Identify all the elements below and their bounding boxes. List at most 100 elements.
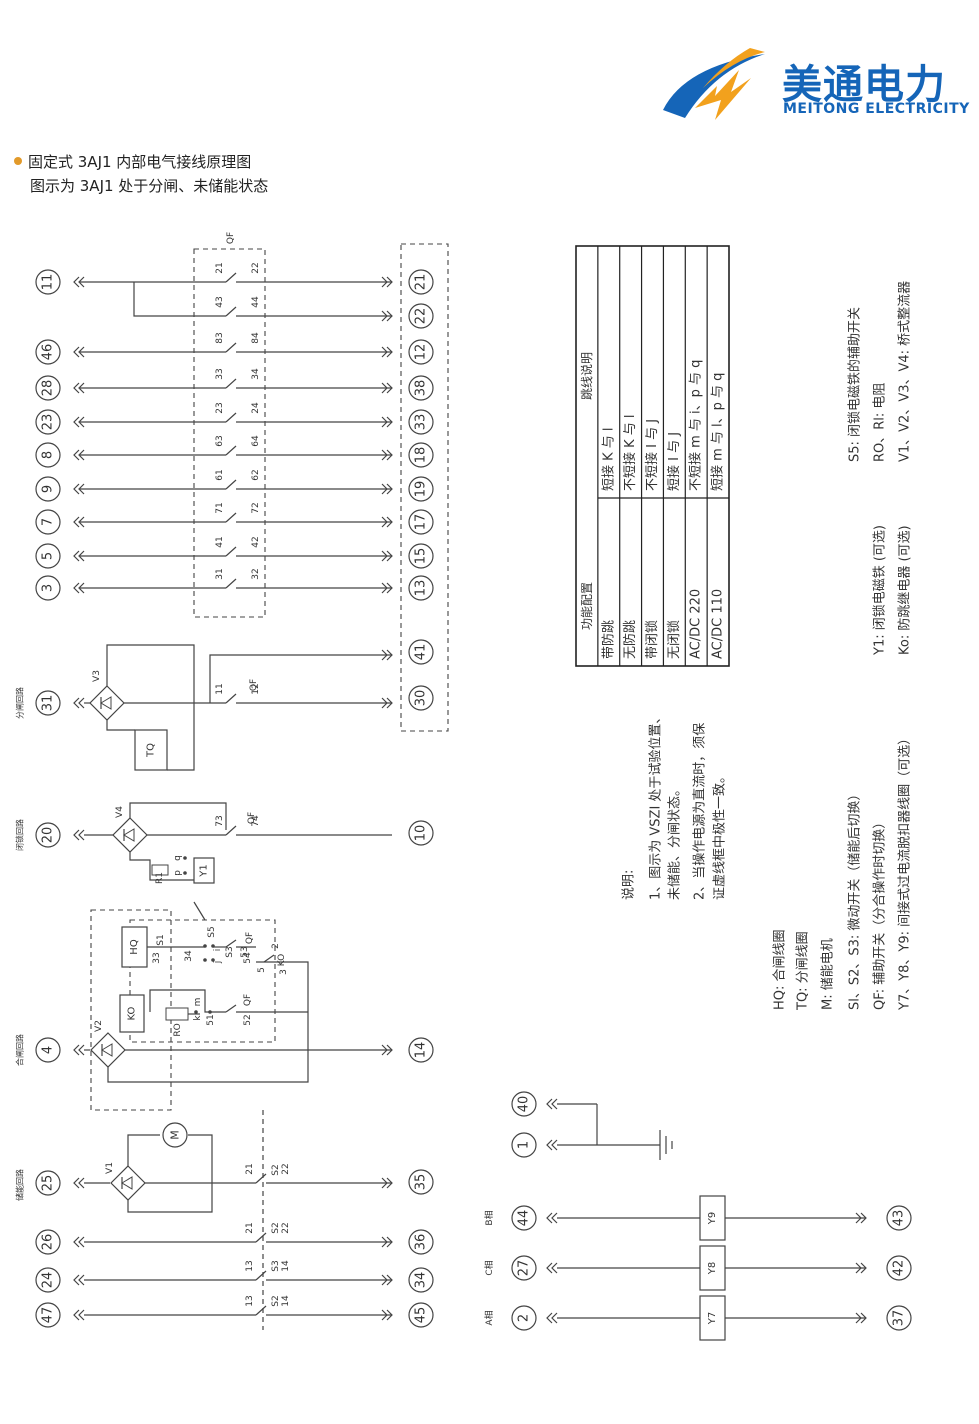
terminal-left	[35, 1229, 61, 1255]
table-cell-jumper: 短接 K 与 l	[600, 427, 616, 491]
group-label-close: 合闸回路	[15, 1034, 25, 1066]
terminal-right	[408, 303, 434, 329]
terminal-phase	[511, 1255, 537, 1281]
legend-item: QF: 辅助开关（分合操作时切换）	[872, 816, 888, 1010]
qf-contact	[225, 825, 237, 836]
res-label: RO	[173, 1023, 183, 1036]
right-terminals-frame	[400, 243, 449, 732]
terminal-ground-b-label: 1	[517, 1141, 532, 1149]
switch-label: S2	[271, 1164, 281, 1175]
terminal-right	[408, 1169, 434, 1195]
contact-num: 52	[243, 1014, 253, 1025]
contact-blade	[225, 1004, 237, 1013]
switch-label: S2	[271, 1295, 281, 1306]
connector-chevron-icon	[381, 1309, 388, 1321]
terminal-left-label: 8	[41, 451, 56, 459]
pin-label: j	[213, 961, 223, 965]
legend-item: Ko: 防跳继电器 (可选)	[897, 525, 913, 655]
qf-contact	[225, 342, 237, 353]
connector-chevron-icon	[73, 449, 80, 461]
connector-chevron-icon	[73, 1309, 80, 1321]
header: 固定式 3AJ1 内部电气接线原理图 图示为 3AJ1 处于分闸、未储能状态	[14, 150, 268, 198]
connector-chevron-icon	[78, 483, 85, 495]
connector-chevron-icon	[381, 697, 388, 709]
terminal-left-label: 24	[41, 1272, 56, 1289]
terminal-ground-a	[511, 1091, 537, 1117]
terminal-right-label: 14	[414, 1042, 429, 1059]
coil-y1-label: Y1	[199, 864, 210, 877]
res-label: R1	[155, 872, 165, 884]
s2-contact	[255, 1173, 267, 1184]
terminal-right-label: 21	[414, 274, 429, 291]
qf-contact	[225, 546, 237, 557]
connector-chevron-icon	[386, 276, 393, 288]
contact-num: 32	[251, 568, 261, 579]
wire	[209, 654, 392, 703]
connector-chevron-icon	[78, 449, 85, 461]
legend-item: M: 储能电机	[821, 938, 836, 1010]
terminal-left-label: 46	[41, 344, 56, 361]
terminal-left-label: 7	[41, 518, 56, 526]
connector-chevron-icon	[381, 1274, 388, 1286]
pin-label: m	[193, 998, 203, 1007]
contact-num: 22	[251, 262, 261, 273]
table-cell-config: 无防跳	[622, 620, 638, 659]
s5-blade	[193, 901, 206, 921]
contact-num: 72	[251, 502, 261, 513]
group-label-store: 储能回路	[15, 1169, 25, 1201]
terminal-right	[408, 409, 434, 435]
qf-contact	[225, 512, 237, 523]
connector-chevron-icon	[78, 346, 85, 358]
connector-chevron-icon	[386, 649, 393, 661]
terminal-right	[408, 543, 434, 569]
terminal-trip-label: 31	[41, 695, 56, 712]
terminal-right-label: 12	[414, 344, 429, 361]
connector-chevron-icon	[855, 1212, 862, 1224]
close-dashed-c	[129, 919, 276, 1043]
connector-chevron-icon	[78, 829, 85, 841]
connector-chevron-icon	[78, 1309, 85, 1321]
connector-chevron-icon	[73, 483, 80, 495]
terminal-right-label: 22	[414, 308, 429, 325]
contact-num: 83	[215, 332, 225, 343]
terminal-right	[408, 575, 434, 601]
terminal-right-label: 36	[414, 1234, 429, 1251]
bridge-v2	[90, 1032, 126, 1068]
coil-y1	[193, 857, 215, 884]
contact-num: 41	[215, 536, 225, 547]
connector-chevron-icon	[546, 1312, 553, 1324]
coil-hq-label: HQ	[129, 939, 140, 955]
junction-dot	[203, 958, 207, 962]
contact-num: 42	[251, 536, 261, 547]
lightning-swoosh-icon	[663, 48, 765, 120]
connector-chevron-icon	[381, 346, 388, 358]
switch-label: QF	[247, 812, 257, 824]
diode-icon	[101, 1043, 113, 1057]
terminal-left	[35, 476, 61, 502]
connector-chevron-icon	[386, 382, 393, 394]
notes-line: 证虚线框中极性一致。	[713, 770, 728, 900]
connector-chevron-icon	[855, 1262, 862, 1274]
terminal-right	[408, 820, 434, 846]
connector-chevron-icon	[551, 1312, 558, 1324]
notes-line: 未储能、分闸状态。	[668, 783, 683, 900]
table-header-jumper: 跳线说明	[579, 352, 594, 400]
terminal-close	[35, 1037, 61, 1063]
connector-chevron-icon	[73, 1236, 80, 1248]
switch-label: QF	[243, 994, 253, 1006]
pin-label: k	[193, 1015, 203, 1021]
resistor-r1	[151, 864, 169, 876]
connector-chevron-icon	[381, 1044, 388, 1056]
connector-chevron-icon	[551, 1262, 558, 1274]
connector-chevron-icon	[381, 1177, 388, 1189]
contact-num: 61	[215, 469, 225, 480]
terminal-left-label: 26	[41, 1234, 56, 1251]
terminal-right	[408, 685, 434, 711]
connector-chevron-icon	[78, 697, 85, 709]
coil-Y8	[699, 1245, 726, 1291]
terminal-phase-right-label: 43	[892, 1210, 907, 1227]
coil-Y7-label: Y7	[707, 1312, 718, 1325]
page-title: 固定式 3AJ1 内部电气接线原理图	[14, 150, 268, 174]
connector-chevron-icon	[78, 582, 85, 594]
connector-chevron-icon	[73, 829, 80, 841]
